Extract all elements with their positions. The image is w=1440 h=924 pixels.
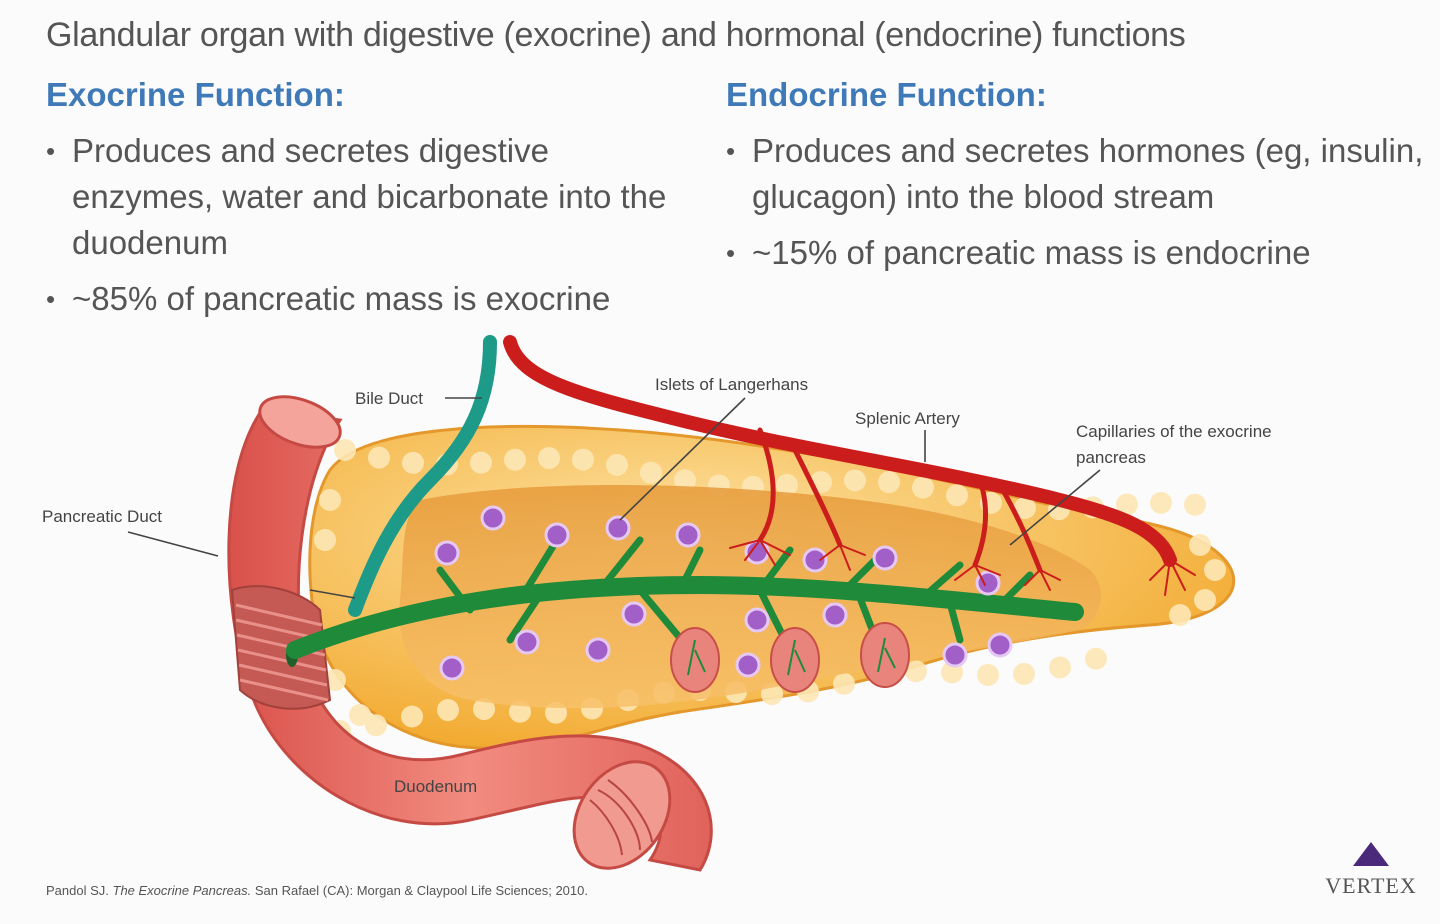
islet	[605, 515, 631, 541]
lobule	[674, 469, 696, 492]
citation-publisher: San Rafael (CA): Morgan & Claypool Life …	[254, 883, 588, 898]
bullet-text: ~15% of pancreatic mass is endocrine	[752, 234, 1311, 271]
logo-text: VERTEX	[1325, 873, 1417, 898]
islet	[434, 540, 460, 566]
lobule	[572, 448, 594, 471]
islet	[744, 607, 770, 633]
islet	[585, 637, 611, 663]
exocrine-list: • Produces and secretes digestive enzymes…	[46, 128, 696, 322]
acini	[670, 622, 910, 693]
lobule	[402, 451, 424, 474]
lobule	[905, 660, 927, 683]
lobule	[878, 471, 900, 494]
bullet-text: ~85% of pancreatic mass is exocrine	[72, 280, 611, 317]
label-pancreatic-duct: Pancreatic Duct	[42, 507, 162, 526]
list-item: • ~15% of pancreatic mass is endocrine	[726, 230, 1426, 276]
lobule	[437, 699, 459, 722]
lobule	[368, 446, 390, 469]
islet	[802, 547, 828, 573]
vertex-logo: VERTEX	[1316, 840, 1426, 899]
lobule	[314, 529, 336, 551]
bullet-text: Produces and secretes hormones (eg, insu…	[752, 132, 1424, 215]
islet	[675, 522, 701, 548]
lobule	[473, 698, 495, 721]
lobule	[1194, 589, 1216, 611]
lobule	[1189, 534, 1211, 556]
list-item: • Produces and secretes digestive enzymes…	[46, 128, 696, 266]
islet	[544, 522, 570, 548]
lobule	[1085, 647, 1107, 670]
lobule	[946, 484, 968, 507]
islet	[514, 629, 540, 655]
lobule	[640, 461, 662, 484]
lobule	[1169, 604, 1191, 626]
islet	[975, 570, 1001, 596]
lobule	[401, 705, 423, 728]
citation-title: The Exocrine Pancreas.	[112, 883, 252, 898]
citation-author: Pandol SJ.	[46, 883, 109, 898]
lobule	[1116, 493, 1138, 516]
lobule	[349, 704, 371, 726]
citation: Pandol SJ. The Exocrine Pancreas. San Ra…	[46, 883, 588, 898]
islet	[942, 642, 968, 668]
islet	[439, 655, 465, 681]
islet	[621, 601, 647, 627]
lobule	[833, 672, 855, 695]
lobule	[1150, 491, 1172, 514]
lobule	[334, 439, 356, 461]
lobule	[1184, 493, 1206, 516]
bullet-icon: •	[726, 238, 736, 268]
list-item: • ~85% of pancreatic mass is exocrine	[46, 276, 696, 322]
slide-subtitle: Glandular organ with digestive (exocrine…	[46, 16, 1186, 54]
lobule	[1204, 559, 1226, 581]
bullet-icon: •	[46, 284, 56, 314]
bile-duct	[348, 335, 497, 617]
lobule	[365, 714, 387, 737]
lobule	[1013, 662, 1035, 685]
endocrine-column: Endocrine Function: • Produces and secret…	[726, 76, 1426, 286]
list-item: • Produces and secretes hormones (eg, ins…	[726, 128, 1426, 220]
islet	[872, 545, 898, 571]
exocrine-column: Exocrine Function: • Produces and secrete…	[46, 76, 696, 332]
lobule	[844, 469, 866, 492]
islets	[434, 505, 1013, 681]
label-capillaries-line2: pancreas	[1076, 448, 1146, 467]
exocrine-heading: Exocrine Function:	[46, 76, 345, 113]
islet	[987, 632, 1013, 658]
label-duodenum: Duodenum	[394, 777, 477, 796]
lobule	[538, 447, 560, 470]
islet	[735, 652, 761, 678]
label-bile-duct: Bile Duct	[355, 389, 423, 408]
lobule	[470, 451, 492, 474]
lobule	[1049, 656, 1071, 679]
triangle-icon	[1353, 842, 1389, 866]
bullet-icon: •	[46, 136, 56, 166]
label-capillaries-line1: Capillaries of the exocrine	[1076, 422, 1272, 441]
label-splenic-artery: Splenic Artery	[855, 409, 960, 428]
lobule	[606, 453, 628, 476]
islet	[822, 602, 848, 628]
endocrine-heading: Endocrine Function:	[726, 76, 1047, 113]
lobule	[1014, 496, 1036, 519]
islet	[480, 505, 506, 531]
lobule	[504, 448, 526, 471]
bullet-icon: •	[726, 136, 736, 166]
lobule	[776, 474, 798, 497]
lobule	[319, 489, 341, 511]
endocrine-list: • Produces and secretes hormones (eg, ins…	[726, 128, 1426, 276]
lobule	[912, 476, 934, 499]
lobule	[324, 669, 346, 691]
label-islets: Islets of Langerhans	[655, 375, 808, 394]
pancreas-cutaway	[399, 485, 1101, 709]
lobule	[977, 663, 999, 686]
splenic-artery	[503, 335, 1196, 596]
bullet-text: Produces and secretes digestive enzymes,…	[72, 132, 667, 261]
